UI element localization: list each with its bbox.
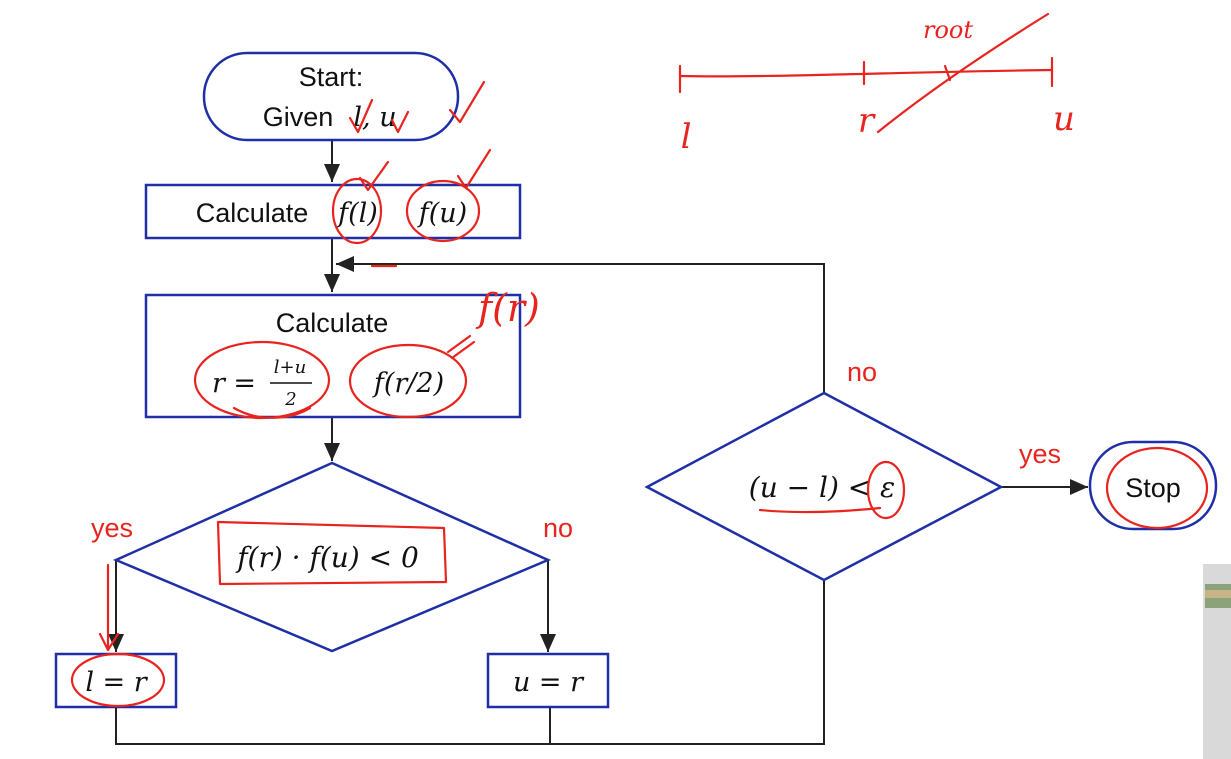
- highlight-circle: [405, 179, 481, 243]
- highlight-box: [216, 520, 448, 586]
- highlight-circle: [70, 652, 166, 708]
- step1-term-fu: f(u): [417, 198, 467, 229]
- decision1-yes-label: yes: [91, 513, 133, 543]
- start-given-label: Given: [263, 102, 334, 132]
- video-thumbnail[interactable]: [1203, 564, 1231, 759]
- step1-term-fl: f(l): [336, 198, 378, 229]
- step2-term: f(r/2): [372, 368, 444, 399]
- decision2-yes-label: yes: [1019, 439, 1061, 469]
- highlight-circle: [866, 460, 906, 520]
- decision1-no-label: no: [543, 513, 573, 543]
- step2-r-denominator: 2: [284, 389, 296, 410]
- assign-upper-box: u = r: [486, 652, 610, 709]
- stop-label: Stop: [1125, 473, 1181, 503]
- check-mark-icon: [390, 110, 410, 134]
- number-line-mid-label: r: [858, 101, 876, 141]
- start-title: Start:: [299, 62, 364, 92]
- connectors: [108, 140, 1088, 745]
- number-line-left-label: l: [681, 117, 692, 157]
- check-mark-icon: [358, 160, 390, 192]
- stop-terminal: Stop: [1088, 440, 1218, 531]
- number-line-sketch: root l r u: [678, 12, 1075, 157]
- step2-r-lhs: r =: [212, 368, 256, 399]
- start-terminal: Start: Given l, u: [202, 51, 460, 142]
- step1-label: Calculate: [196, 198, 309, 228]
- check-mark-icon: [456, 148, 492, 190]
- assign-lower-box: l = r: [54, 652, 178, 709]
- check-mark-icon: [448, 80, 486, 124]
- root-label: root: [923, 16, 973, 44]
- assign-upper-text: u = r: [513, 667, 585, 698]
- note-fr: f(r): [475, 286, 540, 330]
- decision1-condition: f(r) · f(u) < 0: [235, 541, 419, 574]
- highlight-circle: [1105, 446, 1209, 530]
- decision2-no-label: no: [847, 357, 877, 387]
- step2-r-numerator: l+u: [274, 357, 306, 378]
- number-line-right-label: u: [1053, 99, 1075, 139]
- handwritten-annotations: f(r): [70, 80, 1209, 708]
- assign-lower-text: l = r: [85, 667, 148, 698]
- highlight-circle: [331, 177, 383, 245]
- step2-label: Calculate: [276, 308, 389, 338]
- tolerance-decision: (u − l) < ε no yes: [644, 357, 1061, 582]
- check-mark-icon: [348, 98, 374, 134]
- decision2-condition: (u − l) < ε: [749, 471, 895, 504]
- sign-change-decision: f(r) · f(u) < 0 yes no: [91, 461, 573, 653]
- highlight-circle: [348, 343, 468, 419]
